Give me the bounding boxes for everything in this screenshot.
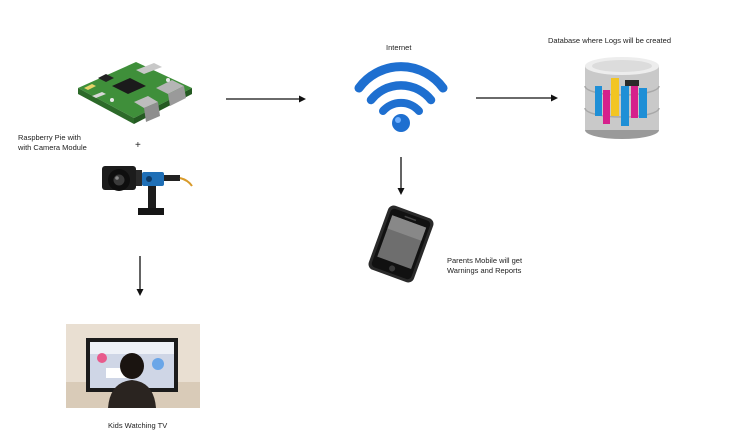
database-icon [584, 57, 660, 139]
tv-label: Kids Watching TV [108, 421, 168, 430]
arrow-pi-to-internet [226, 95, 306, 103]
raspberry-pi-label-line2: with Camera Module [18, 142, 87, 152]
mobile-label-line1: Parents Mobile will get [447, 256, 523, 265]
raspberry-pi-label-line1: Raspberry Pie with [18, 133, 81, 142]
arrow-internet-to-database [476, 94, 558, 102]
plus-sign: + [135, 140, 141, 151]
internet-label: Internet [386, 43, 412, 52]
smartphone-icon [368, 205, 434, 283]
camera-module-icon [102, 166, 193, 215]
arrow-pi-to-tv [136, 256, 144, 296]
mobile-label: Parents Mobile will get Warnings and Rep… [447, 256, 522, 275]
wifi-icon [354, 62, 448, 132]
raspberry-pi-label: Raspberry Pie with with Camera Module [18, 133, 87, 152]
arrow-internet-to-mobile [397, 157, 405, 195]
tv-child-icon [66, 324, 200, 408]
database-label: Database where Logs will be created [548, 36, 671, 45]
mobile-label-line2: Warnings and Reports [447, 265, 522, 275]
raspberry-pi-board-icon [78, 62, 192, 124]
